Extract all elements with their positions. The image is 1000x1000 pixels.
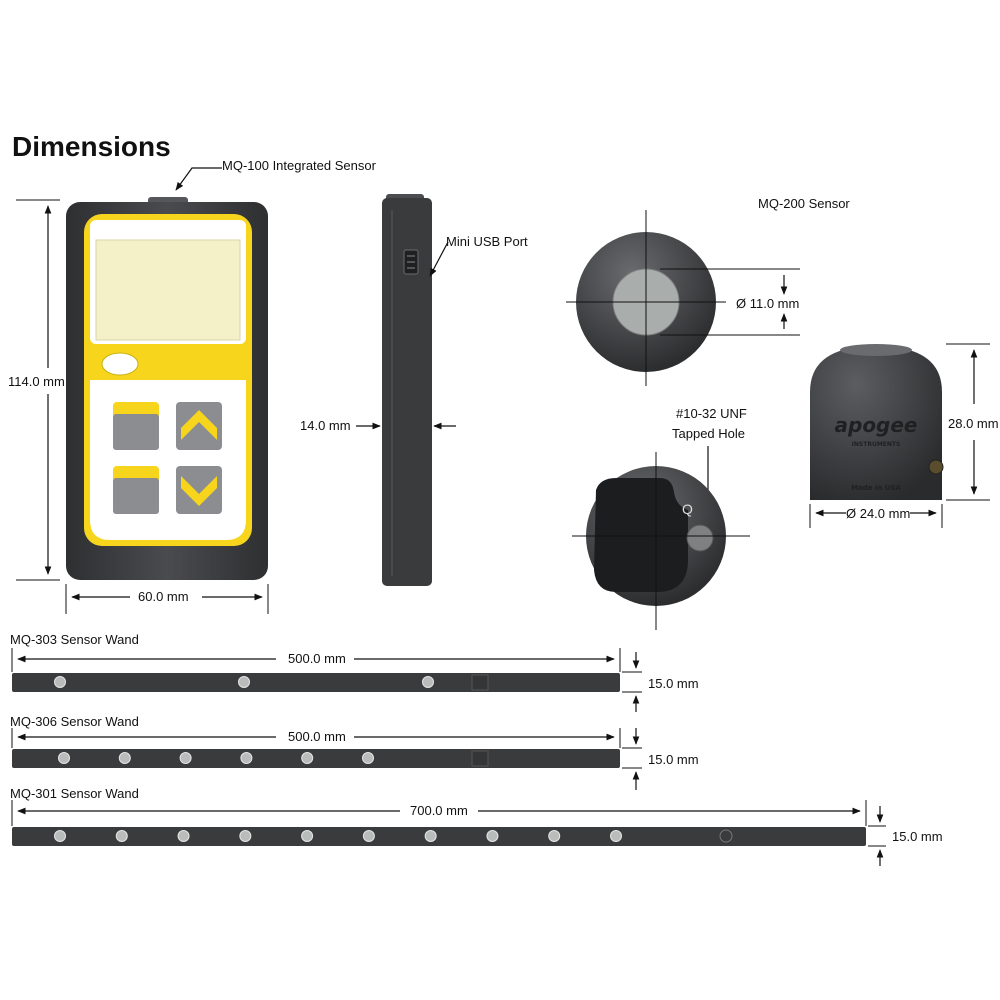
power-button[interactable]	[101, 352, 139, 376]
wand-thickness-label: 15.0 mm	[892, 829, 943, 844]
mq200-cable-port	[928, 459, 944, 475]
wand-name: MQ-301 Sensor Wand	[10, 786, 139, 801]
wand-name: MQ-306 Sensor Wand	[10, 714, 139, 729]
wand-sensor-dot	[486, 830, 499, 842]
wand-body	[12, 827, 866, 846]
mq200-dome	[810, 346, 942, 500]
wand-mq306: MQ-306 Sensor Wand 500.0 mm 15.0 mm	[10, 714, 699, 790]
button-up[interactable]	[176, 402, 222, 450]
meter-side-view: Mini USB Port 14.0 mm	[300, 194, 528, 586]
wand-sensor-dot	[610, 830, 622, 842]
wand-length-label: 700.0 mm	[410, 803, 468, 818]
wand-sensor-dot	[422, 676, 434, 688]
wand-name: MQ-303 Sensor Wand	[10, 632, 139, 647]
apogee-logo: apogee	[835, 413, 918, 437]
made-in-label: Made in USA	[851, 484, 901, 492]
apogee-logo-sub: INSTRUMENTS	[852, 441, 901, 448]
button-bottom-left[interactable]	[113, 466, 159, 514]
wand-sensor-dot	[548, 830, 561, 842]
meter-height-label: 114.0 mm	[8, 374, 65, 389]
down-arrow-icon	[181, 476, 217, 506]
wand-sensor-dot	[240, 752, 253, 764]
wand-sensor-dot	[362, 830, 375, 842]
wand-sensor-dot	[362, 752, 374, 764]
wand-mq301: MQ-301 Sensor Wand 700.0 mm 15.0 mm	[10, 786, 943, 866]
wand-length-label: 500.0 mm	[288, 651, 346, 666]
tapped-hole	[686, 524, 714, 552]
wand-body	[12, 749, 620, 768]
mq200-cavity	[594, 478, 688, 592]
wand-sensor-dot	[58, 752, 70, 764]
mq200-top-view: MQ-200 Sensor Ø 11.0 mm	[566, 196, 850, 386]
mq200-diameter-label: Ø 11.0 mm	[736, 296, 799, 311]
hole-label-line1: #10-32 UNF	[676, 406, 747, 421]
mq200-width-label: Ø 24.0 mm	[846, 506, 910, 521]
wand-sensor-dot	[301, 830, 314, 842]
hole-label-line2: Tapped Hole	[672, 426, 745, 441]
meter-dimensions: 114.0 mm 60.0 mm MQ-100 Integrated Senso…	[8, 158, 377, 614]
wand-thickness-label: 15.0 mm	[648, 752, 699, 767]
wand-thickness-label: 15.0 mm	[648, 676, 699, 691]
mq200-height-label: 28.0 mm	[948, 416, 999, 431]
side-body	[382, 198, 432, 586]
wand-sensor-dot	[177, 830, 190, 842]
side-depth-label: 14.0 mm	[300, 418, 351, 433]
mq200-side-view: apogee INSTRUMENTS Made in USA 28.0 mm Ø…	[809, 343, 999, 528]
wand-sensor-dot	[179, 752, 192, 764]
wand-sensor-dot	[239, 830, 252, 842]
wand-sensor-dot	[424, 830, 437, 842]
wand-length-label: 500.0 mm	[288, 729, 346, 744]
svg-text:Q: Q	[682, 501, 693, 517]
wand-sensor-dot	[54, 676, 66, 688]
wand-sensor-dot	[301, 752, 314, 764]
wand-sensor-dot	[118, 752, 131, 764]
wand-body	[12, 673, 620, 692]
integrated-sensor-label: MQ-100 Integrated Sensor	[222, 158, 377, 173]
meter-keypad-area	[90, 380, 246, 540]
wand-sensor-dot	[54, 830, 66, 842]
meter-width-label: 60.0 mm	[138, 589, 189, 604]
usb-port-label: Mini USB Port	[446, 234, 528, 249]
wand-mq303: MQ-303 Sensor Wand 500.0 mm 15.0 mm	[10, 632, 699, 712]
page-title: Dimensions	[12, 131, 171, 162]
mq200-bottom-view: #10-32 UNF Tapped Hole Q	[572, 406, 750, 630]
meter-front	[66, 197, 268, 580]
button-down[interactable]	[176, 466, 222, 514]
mq200-label: MQ-200 Sensor	[758, 196, 850, 211]
meter-screen	[95, 239, 241, 341]
wand-sensor-dot	[238, 676, 250, 688]
button-top-left[interactable]	[113, 402, 159, 450]
wand-sensor-dot	[115, 830, 128, 842]
up-arrow-icon	[181, 410, 217, 440]
